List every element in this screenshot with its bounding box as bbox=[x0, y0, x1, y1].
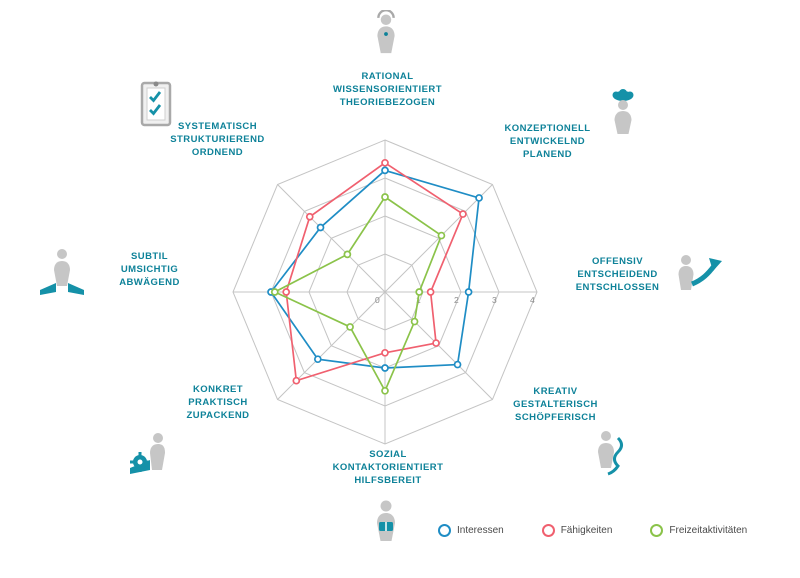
creative-figure-icon bbox=[588, 428, 630, 487]
balance-figure-icon bbox=[38, 246, 86, 303]
arrow-figure-icon bbox=[672, 246, 724, 301]
legend-label-interessen: Interessen bbox=[457, 525, 504, 536]
legend-marker-interessen bbox=[438, 524, 451, 537]
axis-label-kreativ: KREATIV GESTALTERISCH SCHÖPFERISCH bbox=[513, 386, 598, 423]
legend-label-freizeitaktivitaeten: Freizeitaktivitäten bbox=[669, 525, 748, 536]
legend-marker-faehigkeiten bbox=[541, 524, 555, 537]
axis-label-systematisch: SYSTEMATISCH STRUKTURIEREND ORDNEND bbox=[170, 121, 265, 158]
thinker-figure-icon bbox=[365, 9, 407, 65]
axis-label-subtil: SUBTIL UMSICHTIG ABWÄGEND bbox=[119, 251, 180, 288]
legend-marker-freizeitaktivitaeten bbox=[650, 524, 664, 537]
brain-figure-icon bbox=[600, 88, 646, 141]
legend-item-faehigkeiten: Fähigkeiten bbox=[541, 524, 613, 537]
axis-label-konkret: KONKRET PRAKTISCH ZUPACKEND bbox=[186, 384, 250, 421]
svg-text:2: 2 bbox=[454, 295, 459, 305]
axis-label-rational: RATIONAL WISSENSORIENTIERT THEORIEBEZOGE… bbox=[333, 71, 442, 108]
svg-text:3: 3 bbox=[492, 295, 497, 305]
legend-item-freizeitaktivitaeten: Freizeitaktivitäten bbox=[650, 524, 747, 537]
gear-figure-icon bbox=[126, 426, 178, 483]
svg-text:4: 4 bbox=[530, 295, 535, 305]
reading-figure-icon bbox=[365, 498, 407, 555]
axis-label-sozial: SOZIAL KONTAKTORIENTIERT HILFSBEREIT bbox=[332, 449, 444, 486]
axis-label-offensiv: OFFENSIV ENTSCHEIDEND ENTSCHLOSSEN bbox=[575, 256, 660, 293]
legend: Interessen Fähigkeiten Freizeitaktivität… bbox=[438, 524, 747, 537]
checklist-figure-icon bbox=[135, 80, 177, 137]
legend-item-interessen: Interessen bbox=[438, 524, 504, 537]
svg-text:0: 0 bbox=[375, 295, 380, 305]
axis-label-konzeptionell: KONZEPTIONELL ENTWICKELND PLANEND bbox=[504, 123, 591, 160]
legend-label-faehigkeiten: Fähigkeiten bbox=[560, 525, 613, 536]
